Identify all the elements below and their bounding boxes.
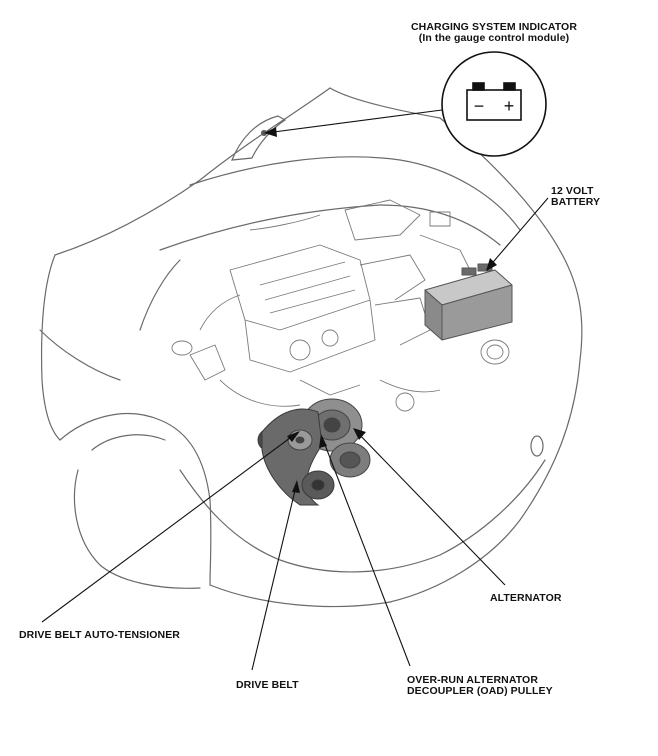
leader-drive-belt: [251, 481, 298, 671]
leader-lines: [41, 109, 549, 671]
gauge-cluster-outline: [231, 115, 287, 161]
label-charging-line-2: (In the gauge control module): [418, 32, 570, 44]
battery-warning-icon: [466, 82, 522, 121]
label-charging-system-indicator: CHARGING SYSTEM INDICATOR (In the gauge …: [386, 22, 602, 44]
label-charging-line-1: CHARGING SYSTEM INDICATOR: [410, 21, 578, 33]
engine-bay-detail: [171, 199, 510, 412]
label-drive-belt: DRIVE BELT: [236, 679, 299, 691]
label-oad-line-1: OVER-RUN ALTERNATOR: [407, 674, 539, 686]
label-battery-line-2: BATTERY: [551, 196, 601, 208]
label-battery-line-1: 12 VOLT: [551, 185, 594, 197]
charging-indicator-callout: − +: [441, 51, 547, 157]
leader-auto-tensioner: [41, 431, 299, 623]
label-oad-pulley: OVER-RUN ALTERNATOR DECOUPLER (OAD) PULL…: [407, 675, 553, 697]
battery-icon-minus: −: [474, 96, 485, 116]
label-12-volt-battery: 12 VOLT BATTERY: [551, 186, 600, 208]
leader-alternator: [354, 429, 506, 586]
leader-indicator: [265, 109, 443, 134]
leader-arrowheads: [264, 127, 497, 493]
car-body-outline: [39, 87, 583, 608]
battery-icon-plus: +: [504, 96, 515, 116]
label-oad-line-2: DECOUPLER (OAD) PULLEY: [407, 685, 553, 697]
leader-battery: [487, 197, 549, 269]
label-drive-belt-auto-tensioner: DRIVE BELT AUTO-TENSIONER: [19, 629, 180, 641]
leader-oad-pulley: [321, 436, 411, 667]
label-alternator: ALTERNATOR: [490, 592, 562, 604]
battery-illustration: [424, 263, 513, 341]
